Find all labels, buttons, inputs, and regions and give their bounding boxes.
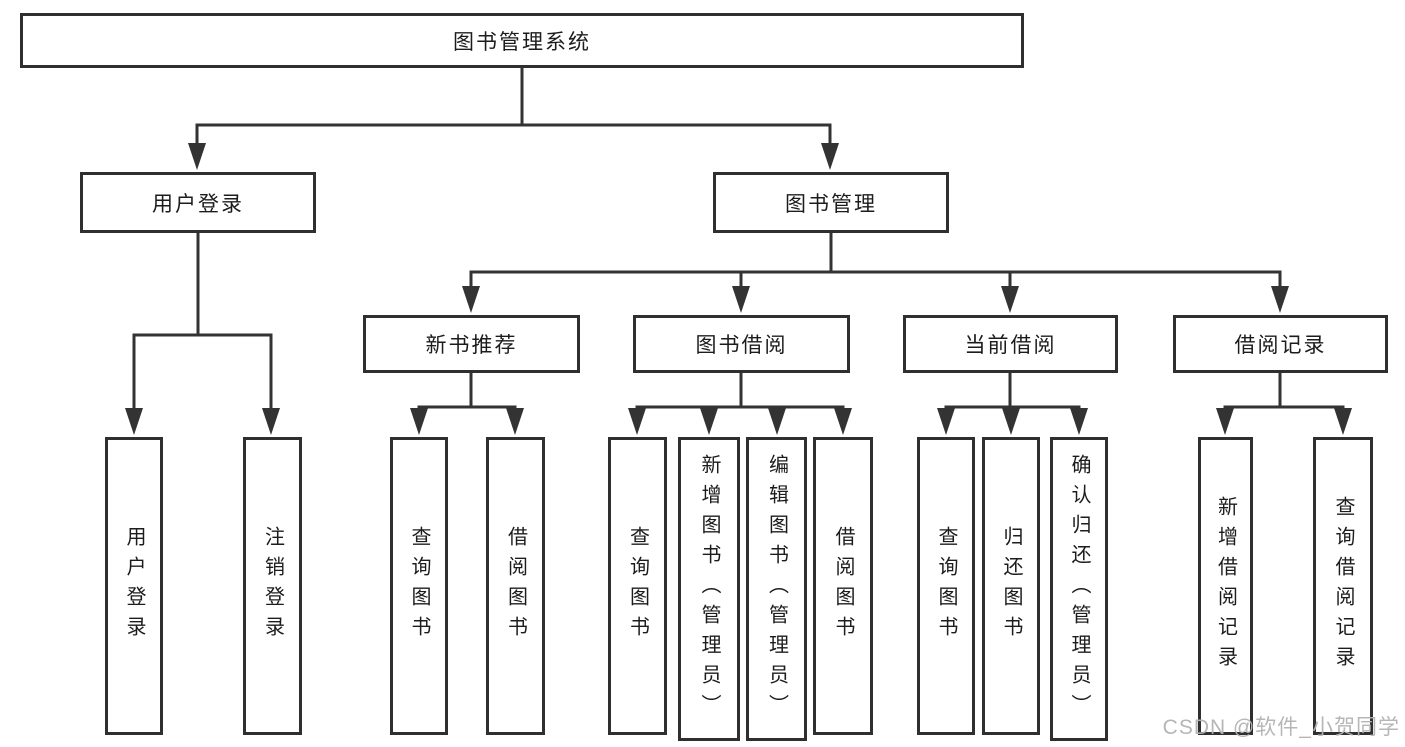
arrow-icon xyxy=(1334,408,1352,435)
node-book-mgmt-label: 图书管理 xyxy=(785,192,877,216)
arrow-icon xyxy=(821,143,839,170)
leaf-label: 查询图书 xyxy=(935,526,957,646)
arrow-icon xyxy=(834,408,852,435)
leaf-label: 用户登录 xyxy=(123,526,145,646)
arrow-icon xyxy=(1001,286,1019,313)
arrow-icon xyxy=(700,408,718,435)
arrow-icon xyxy=(1216,408,1234,435)
node-leaf-bb-edit-books-admin: 编辑图书（管理员） xyxy=(746,437,807,741)
leaf-label: 查询图书 xyxy=(626,526,649,646)
leaf-label: 新增图书（管理员） xyxy=(698,454,720,724)
arrow-icon xyxy=(937,408,955,435)
node-leaf-logout: 注销登录 xyxy=(243,437,302,735)
node-current-borrow-label: 当前借阅 xyxy=(964,334,1057,357)
leaf-label: 注销登录 xyxy=(261,526,284,646)
leaf-label: 编辑图书（管理员） xyxy=(765,454,788,724)
node-borrow-records-label: 借阅记录 xyxy=(1234,334,1327,357)
leaf-label: 新增借阅记录 xyxy=(1214,496,1237,676)
node-leaf-user-login: 用户登录 xyxy=(105,437,163,735)
connector-user-login-split xyxy=(132,233,273,415)
leaf-label: 借阅图书 xyxy=(832,526,854,646)
node-leaf-bb-add-books-admin: 新增图书（管理员） xyxy=(678,437,740,741)
node-new-books-label: 新书推荐 xyxy=(425,334,518,357)
node-book-mgmt: 图书管理 xyxy=(713,172,949,233)
node-book-borrow: 图书借阅 xyxy=(633,315,850,373)
connector-current-borrow-split xyxy=(944,373,1081,415)
node-user-login: 用户登录 xyxy=(80,172,316,233)
arrow-icon xyxy=(188,143,206,170)
node-root-label: 图书管理系统 xyxy=(453,30,591,54)
connector-new-books-split xyxy=(417,373,517,415)
arrow-icon xyxy=(1002,408,1020,435)
arrow-icon xyxy=(1070,408,1088,435)
node-new-books: 新书推荐 xyxy=(363,315,580,373)
connector-root-split xyxy=(195,68,832,150)
node-current-borrow: 当前借阅 xyxy=(903,315,1118,373)
arrow-icon xyxy=(262,408,280,435)
node-leaf-bb-borrow-books: 借阅图书 xyxy=(813,437,873,735)
arrow-icon xyxy=(732,286,750,313)
node-book-borrow-label: 图书借阅 xyxy=(695,334,788,357)
node-borrow-records: 借阅记录 xyxy=(1173,315,1388,373)
node-leaf-nb-query-books: 查询图书 xyxy=(390,437,448,735)
arrow-icon xyxy=(506,408,524,435)
node-leaf-br-query-record: 查询借阅记录 xyxy=(1313,437,1373,735)
leaf-label: 确认归还（管理员） xyxy=(1068,454,1090,724)
leaf-label: 查询图书 xyxy=(408,526,430,646)
leaf-label: 归还图书 xyxy=(1000,526,1022,646)
node-leaf-br-add-record: 新增借阅记录 xyxy=(1198,437,1253,735)
connector-borrow-records-split xyxy=(1223,373,1345,415)
arrow-icon xyxy=(125,408,143,435)
leaf-label: 查询借阅记录 xyxy=(1332,496,1354,676)
arrow-icon xyxy=(628,408,646,435)
node-leaf-nb-borrow-books: 借阅图书 xyxy=(486,437,545,735)
node-leaf-cb-confirm-return-admin: 确认归还（管理员） xyxy=(1050,437,1108,741)
csdn-watermark: CSDN @软件_小贺同学 xyxy=(1162,716,1400,739)
arrow-icon xyxy=(410,408,428,435)
leaf-label: 借阅图书 xyxy=(504,526,527,646)
connector-book-mgmt-split xyxy=(469,233,1282,293)
node-user-login-label: 用户登录 xyxy=(152,192,244,216)
connector-book-borrow-split xyxy=(635,373,845,415)
node-leaf-cb-query-books: 查询图书 xyxy=(917,437,975,735)
node-leaf-bb-query-books: 查询图书 xyxy=(608,437,667,735)
arrow-icon xyxy=(462,286,480,313)
node-root: 图书管理系统 xyxy=(20,13,1024,68)
arrow-icon xyxy=(768,408,786,435)
node-leaf-cb-return-books: 归还图书 xyxy=(982,437,1040,735)
arrow-icon xyxy=(1271,286,1289,313)
